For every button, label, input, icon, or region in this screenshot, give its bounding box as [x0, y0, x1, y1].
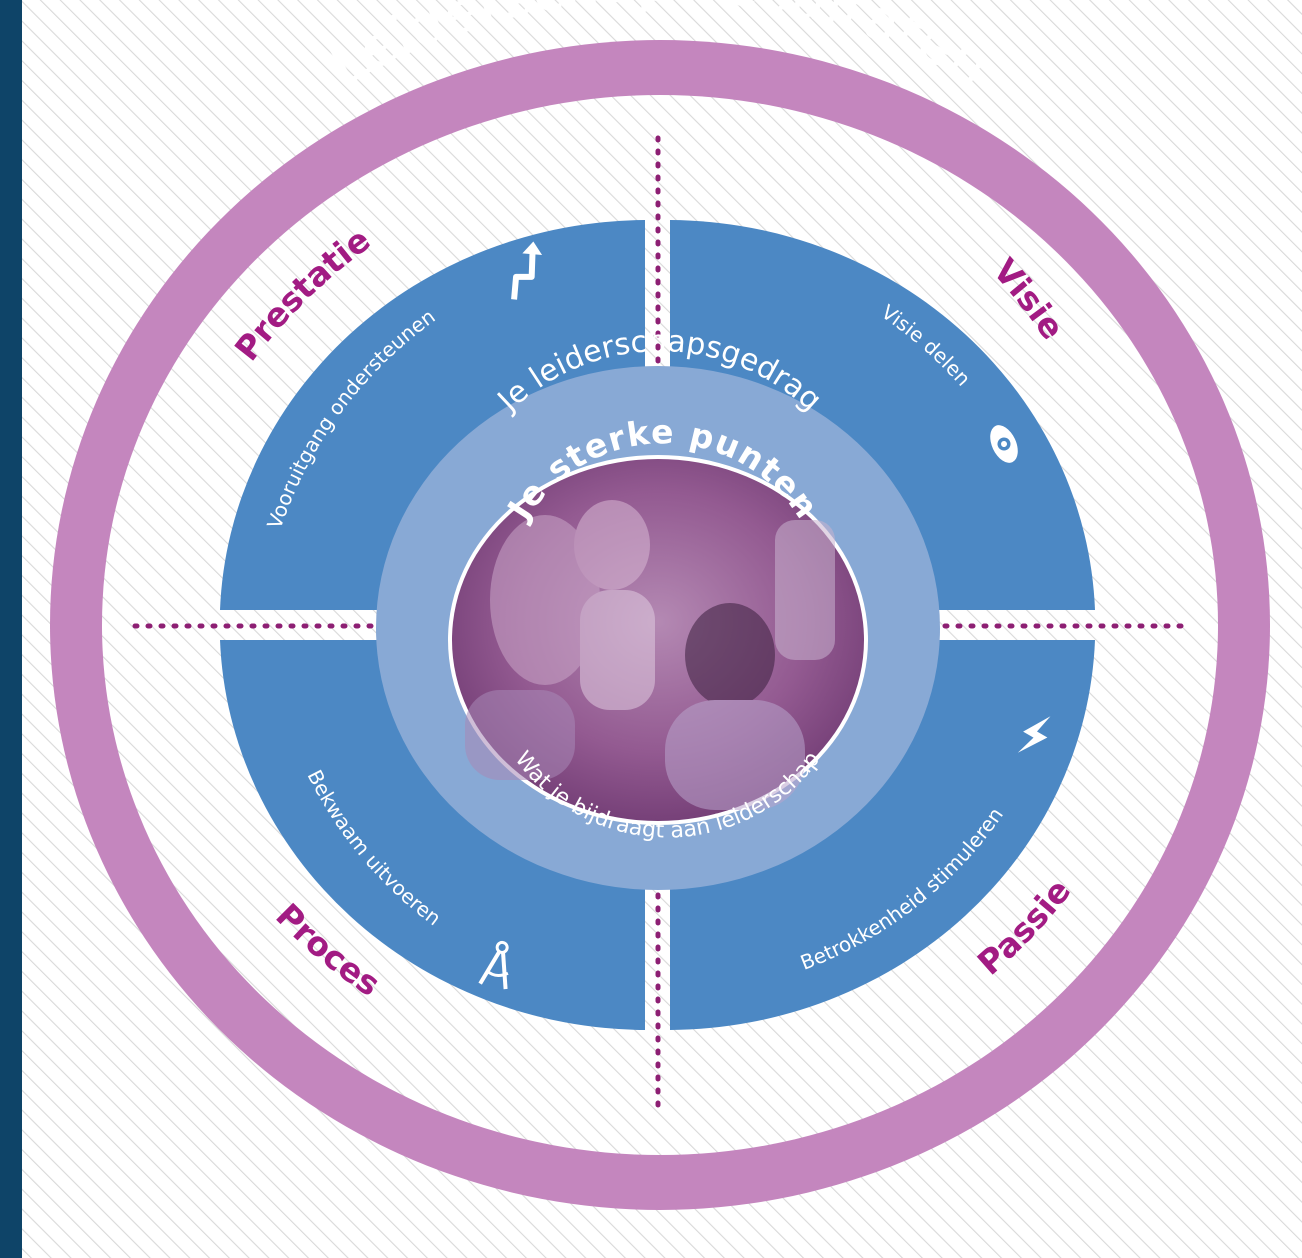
dotted-dividers — [132, 135, 1185, 1118]
team-photo-image — [465, 500, 835, 810]
core-circle — [448, 455, 868, 825]
lightning-icon — [1017, 716, 1051, 753]
compass-icon — [478, 940, 509, 990]
trend-arrow-icon — [511, 241, 543, 300]
eye-icon — [990, 425, 1018, 463]
side-bar — [0, 0, 22, 1258]
